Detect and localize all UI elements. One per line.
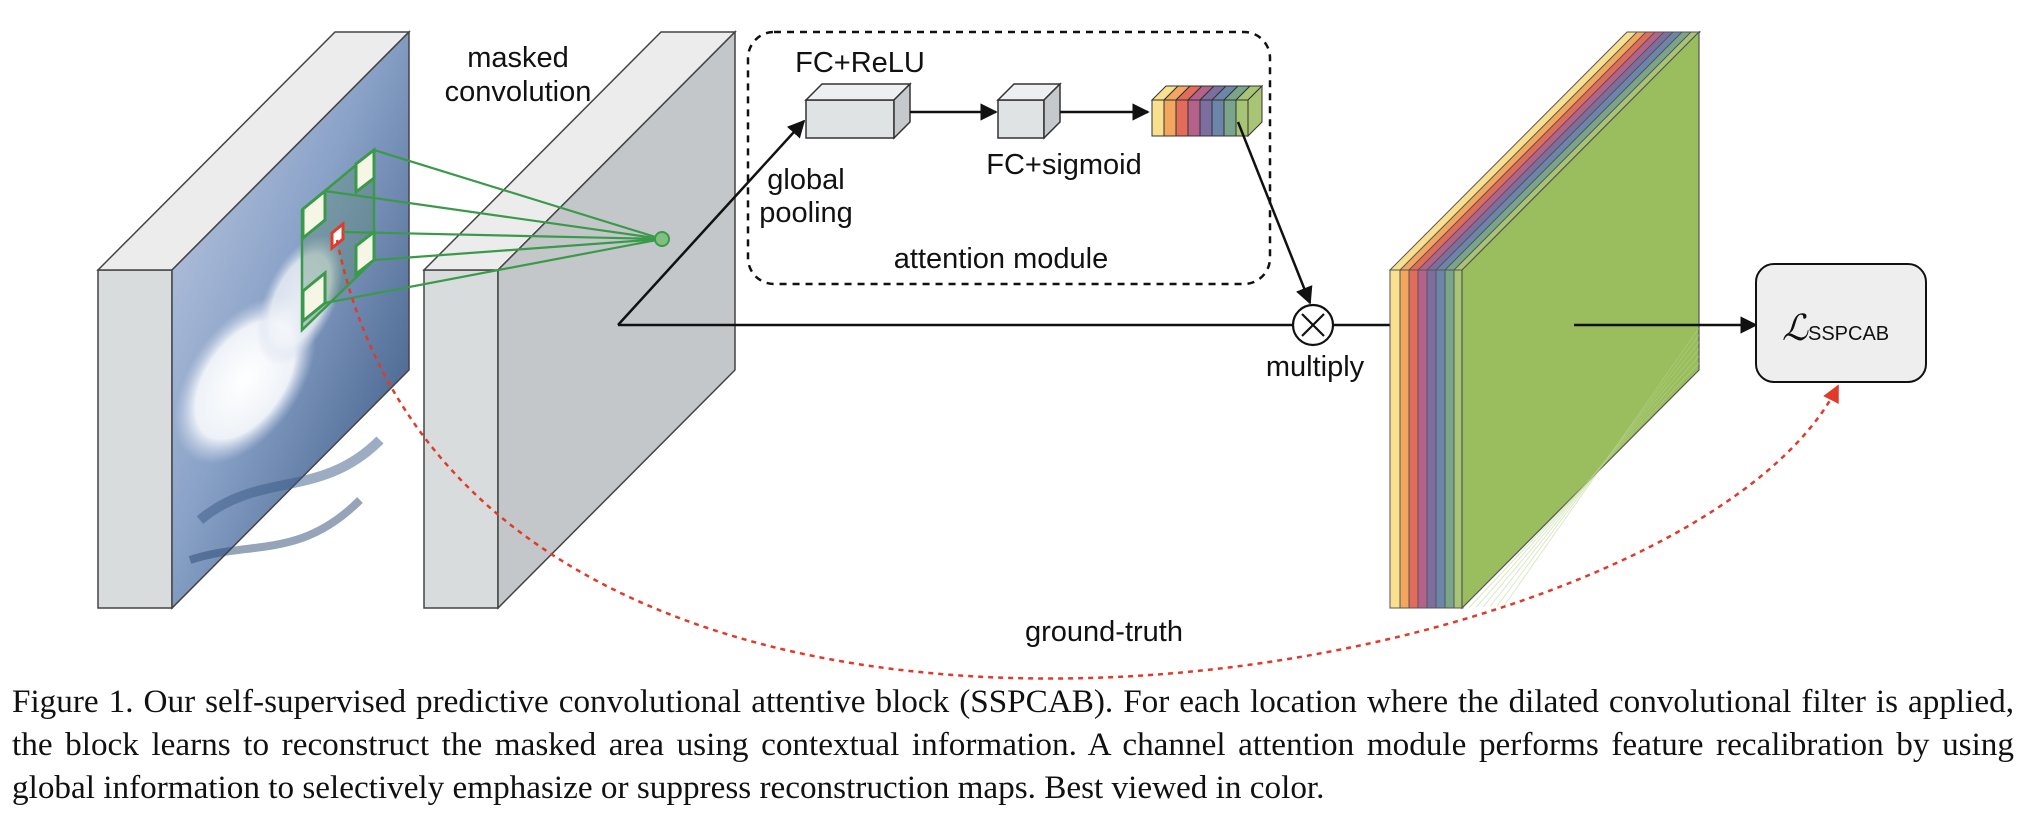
arrow-weights-to-multiply (1236, 121, 1313, 305)
weight-vector-side (1247, 84, 1263, 138)
filter-cell (354, 146, 376, 196)
weight-vector-cell (1199, 99, 1213, 137)
ground-truth-label: ground-truth (1025, 616, 1183, 648)
weight-vector-cell (1151, 99, 1165, 137)
arrow-global-pooling (617, 119, 806, 326)
output-map-face (1461, 30, 1700, 610)
loss-subscript: SSPCAB (1808, 323, 1889, 345)
output-feature-maps (1388, 30, 1702, 610)
weight-vector-cell (1223, 99, 1237, 137)
weight-vector-cell (1175, 99, 1189, 137)
multiply-node (1291, 303, 1335, 347)
global-pooling-label-line1: global (767, 164, 844, 196)
output-map-edge (1389, 269, 1401, 609)
fc-sigmoid-label: FC+sigmoid (986, 149, 1142, 181)
output-map-layer-line (1503, 327, 1700, 607)
convolution-lines (324, 148, 663, 305)
loss-symbol: ℒ (1782, 308, 1809, 348)
masked-center-cell (330, 220, 345, 252)
conv-output-point (654, 231, 670, 247)
input-image-block (96, 30, 411, 610)
fc-relu-block (804, 82, 912, 140)
output-map-layer-line (1489, 341, 1700, 607)
masked-convolution-label-line2: convolution (445, 76, 592, 108)
output-map-layer-line (1496, 334, 1700, 607)
filter-cell (301, 187, 327, 242)
multiply-label: multiply (1266, 351, 1365, 383)
figure-caption: Figure 1. Our self-supervised predictive… (12, 683, 2014, 806)
output-map-top (1388, 31, 1639, 271)
weight-vector-cell (1187, 99, 1201, 137)
attention-module-box (746, 30, 1272, 286)
weight-vector-cell (1211, 99, 1225, 137)
masked-convolution-label-line1: masked (467, 42, 569, 74)
feature-map-block (422, 30, 737, 610)
loss-box: ℒ SSPCAB (1755, 263, 1927, 383)
global-pooling-label-line2: pooling (759, 197, 853, 229)
fc-sigmoid-block (996, 82, 1062, 140)
ground-truth-arrow (335, 239, 1840, 680)
channel-weight-vector (1150, 84, 1264, 138)
fc-relu-label: FC+ReLU (795, 47, 925, 79)
weight-vector-cell (1163, 99, 1177, 137)
attention-module-label: attention module (894, 243, 1108, 275)
